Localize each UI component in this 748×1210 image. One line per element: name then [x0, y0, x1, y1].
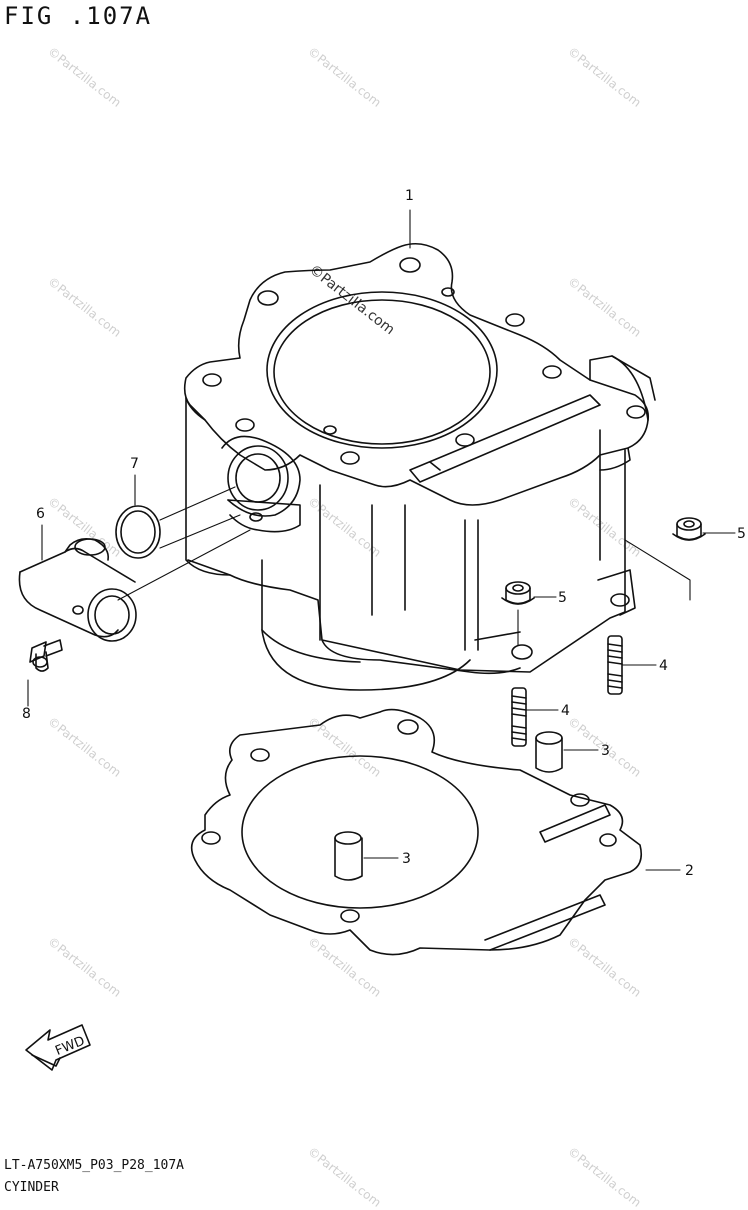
stud-bolt: [511, 687, 527, 747]
flange-nut: [501, 581, 535, 605]
figure-label: FIG .107A: [4, 2, 153, 30]
forward-arrow-icon: FWD: [25, 1024, 91, 1071]
callout-2: 2: [685, 863, 694, 879]
dowel-pin: [535, 731, 563, 773]
callout-4: 4: [659, 658, 668, 674]
model-code: LT-A750XM5_P03_P28_107A: [4, 1158, 185, 1173]
bolt: [29, 639, 63, 672]
callout-1: 1: [405, 188, 414, 204]
callout-3: 3: [402, 851, 411, 867]
callout-labels: 1 2 3 3 4 4 5 5 6 7 8: [22, 188, 746, 879]
callout-5: 5: [558, 590, 567, 606]
section-name: CYINDER: [4, 1180, 59, 1195]
stud-bolt: [607, 635, 623, 695]
callout-4: 4: [561, 703, 570, 719]
dowel-pin: [334, 831, 363, 881]
callout-3: 3: [601, 743, 610, 759]
callout-8: 8: [22, 706, 31, 722]
leader-lines: [27, 209, 736, 871]
cylinder-part: [183, 242, 656, 691]
callout-5: 5: [737, 526, 746, 542]
flange-nut: [672, 517, 706, 541]
callout-7: 7: [130, 456, 139, 472]
cylinder-base-gasket: [190, 708, 643, 956]
o-ring: [115, 505, 161, 559]
callout-6: 6: [36, 506, 45, 522]
intake-pipe: [18, 538, 137, 642]
